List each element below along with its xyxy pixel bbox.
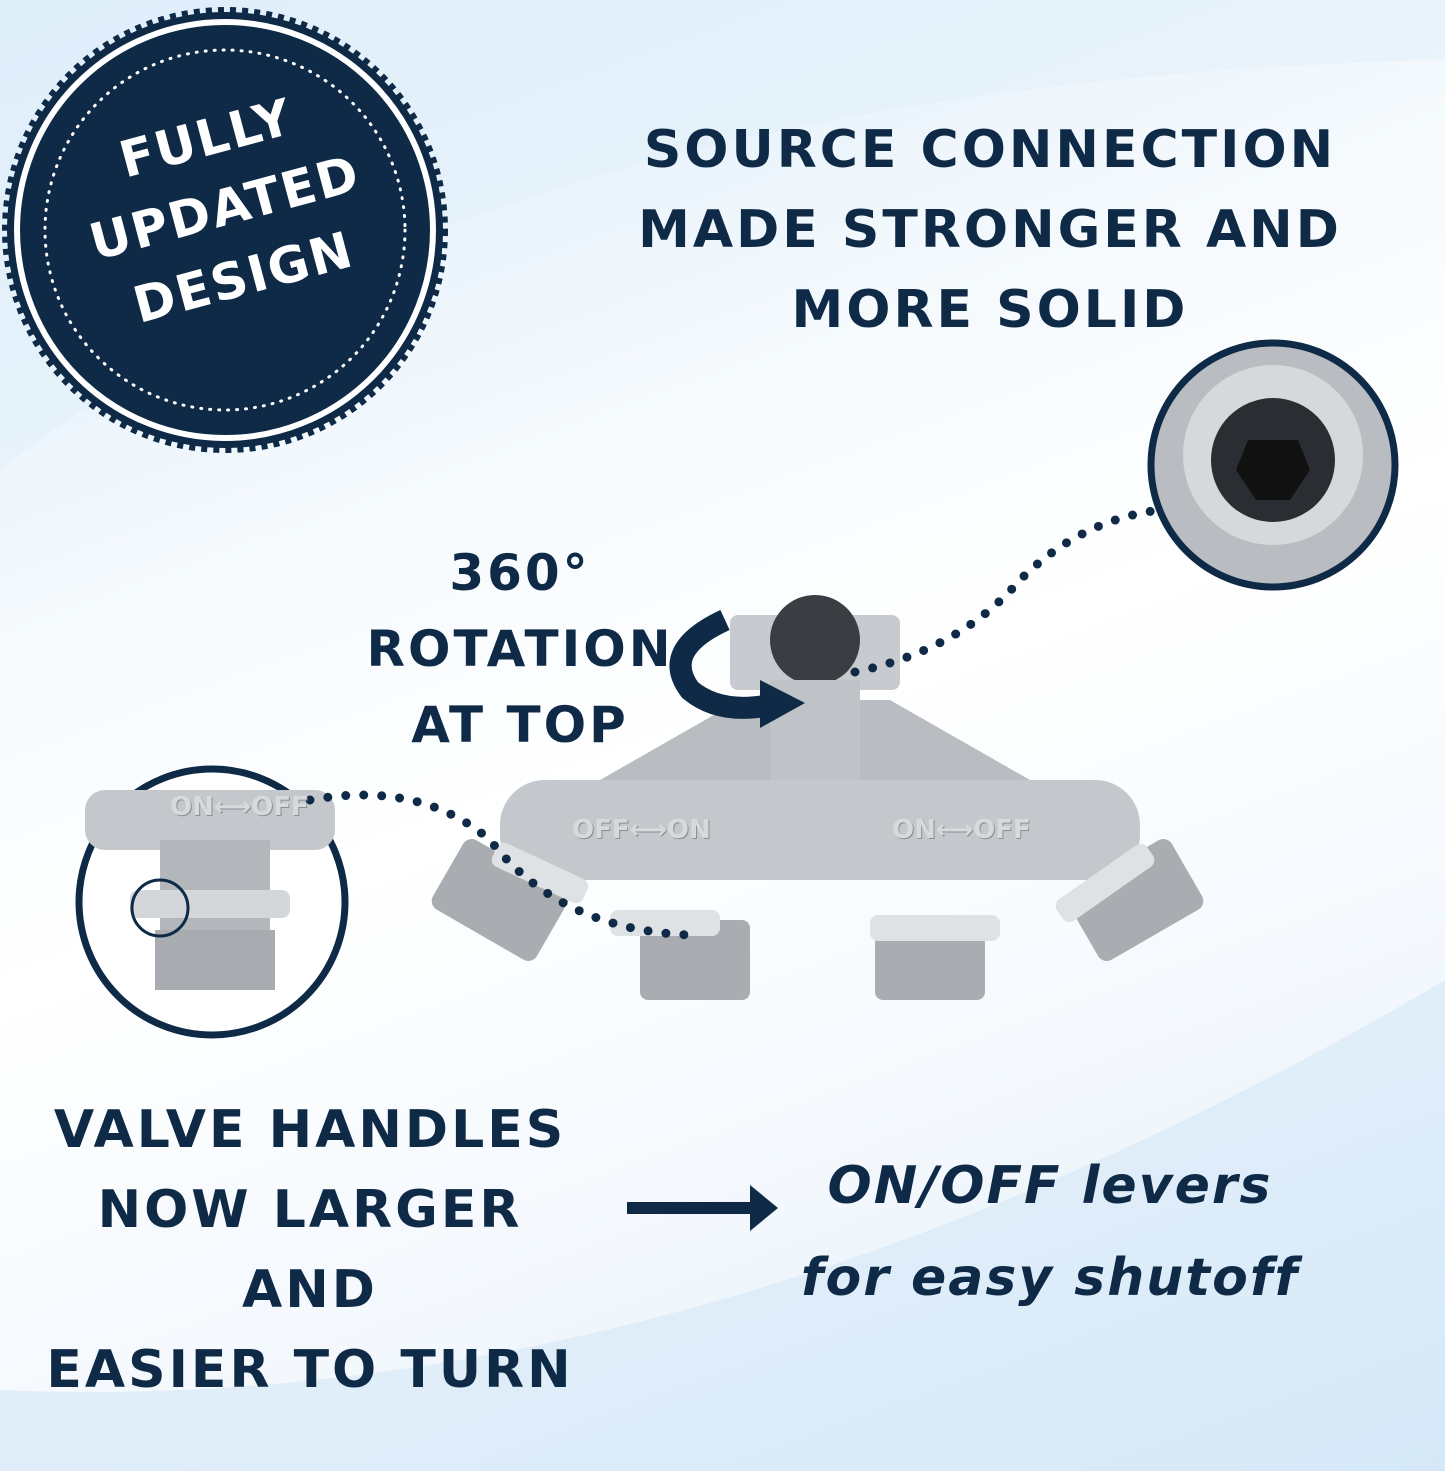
rotation-heading: 360° ROTATION AT TOP: [290, 535, 750, 763]
rotation-arrow-icon: [669, 610, 805, 728]
caption-line: ON/OFF levers: [827, 1156, 1273, 1216]
heading-line: MADE STRONGER AND: [638, 200, 1342, 260]
dotted-connector-top: [850, 505, 1165, 677]
dotted-connector-left: [305, 790, 695, 940]
heading-line: SOURCE CONNECTION: [643, 120, 1337, 180]
valve-handles-heading: VALVE HANDLES NOW LARGER AND EASIER TO T…: [20, 1090, 600, 1410]
embossed-label-right: ON⟷OFF: [892, 815, 1031, 845]
hose-splitter-product: [431, 595, 1204, 1000]
right-arrow-icon: [627, 1185, 778, 1231]
valve-handle-inset: [75, 765, 349, 1039]
caption-line: for easy shutoff: [800, 1248, 1300, 1308]
embossed-label-left: OFF⟷ON: [572, 815, 711, 845]
heading-line: EASIER TO TURN: [46, 1340, 574, 1400]
levers-caption: ON/OFF levers for easy shutoff: [790, 1140, 1310, 1324]
heading-line: NOW LARGER AND: [97, 1180, 523, 1320]
heading-line: 360° ROTATION: [366, 544, 674, 678]
embossed-label-inset: ON⟷OFF: [170, 792, 309, 822]
source-connection-inset: [1147, 339, 1399, 591]
heading-line: VALVE HANDLES: [53, 1100, 567, 1160]
heading-line: MORE SOLID: [791, 280, 1189, 340]
badge-seal: [2, 7, 448, 453]
source-connection-heading: SOURCE CONNECTION MADE STRONGER AND MORE…: [620, 110, 1360, 350]
heading-line: AT TOP: [411, 696, 629, 754]
